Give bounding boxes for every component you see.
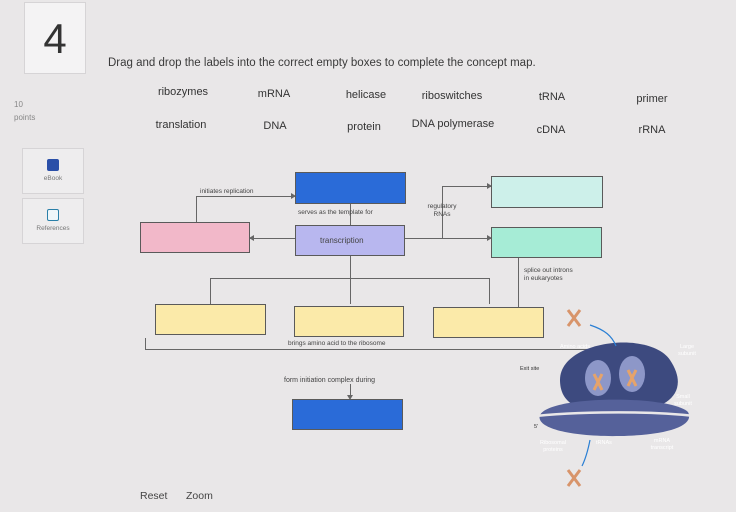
small-subunit-shape	[539, 399, 690, 437]
note-regulatory-rnas: regulatory RNAs	[427, 203, 457, 218]
connector	[350, 384, 351, 398]
label-dna[interactable]: DNA	[263, 120, 287, 132]
arrow-head	[249, 235, 254, 241]
points-value: 10	[14, 100, 23, 109]
connector	[518, 256, 519, 338]
label-dna-polymerase[interactable]: DNA polymerase	[411, 118, 495, 130]
note-serves-template: serves as the template for	[298, 209, 373, 216]
label-helicase[interactable]: helicase	[345, 89, 387, 101]
connector	[442, 186, 443, 238]
note-splice-out: splice out introns in eukaryotes	[524, 267, 573, 282]
arrow-head	[291, 193, 296, 199]
bracket-line	[145, 349, 605, 350]
note-brings-amino-acid: brings amino acid to the ribosome	[288, 340, 386, 347]
ribosome-site-right	[619, 356, 645, 392]
connector	[350, 256, 351, 278]
points-label: points	[14, 113, 36, 122]
references-button[interactable]: References	[22, 198, 84, 244]
connector	[196, 196, 197, 222]
drop-box-bottom[interactable]	[292, 399, 403, 430]
note-form-initiation: form initiation complex during	[284, 377, 376, 384]
label-exit-site: Exit site	[520, 366, 540, 372]
label-translation[interactable]: translation	[155, 119, 207, 131]
connector	[350, 204, 351, 226]
connector	[196, 196, 296, 197]
note-transcription: transcription	[320, 236, 364, 245]
label-small-subunit: Small subunit	[674, 394, 692, 407]
label-mrna-transcript: mRNA transcript	[650, 438, 674, 451]
drop-box-pink[interactable]	[140, 222, 250, 253]
question-number: 4	[24, 2, 86, 74]
label-amino-acids: Amino acids	[560, 344, 590, 350]
drop-box-yellow-center[interactable]	[294, 306, 404, 337]
references-label: References	[36, 225, 70, 232]
label-rrna[interactable]: rRNA	[638, 124, 666, 136]
label-protein[interactable]: protein	[347, 121, 381, 133]
drop-box-top-center[interactable]	[295, 172, 406, 204]
references-icon	[47, 209, 59, 221]
trna-in-ribosome	[592, 369, 638, 391]
label-cdna[interactable]: cDNA	[536, 124, 566, 136]
connector	[404, 238, 492, 239]
label-trna[interactable]: tRNA	[538, 91, 566, 103]
label-mrna[interactable]: mRNA	[257, 88, 291, 100]
arrow-head	[487, 183, 492, 189]
ribosome-diagram	[519, 309, 696, 487]
book-icon	[47, 159, 59, 171]
label-ribozymes[interactable]: ribozymes	[157, 86, 209, 98]
label-riboswitches[interactable]: riboswitches	[421, 90, 483, 102]
label-five-prime: 5'	[534, 424, 539, 430]
zoom-button[interactable]: Zoom	[186, 490, 213, 502]
label-trnas: tRNAs	[596, 440, 612, 446]
connector	[350, 278, 351, 304]
drop-box-yellow-left[interactable]	[155, 304, 266, 335]
connector	[210, 278, 211, 304]
label-ribosomal-proteins: Ribosomal proteins	[540, 440, 566, 453]
note-initiates-replication: initiates replication	[200, 188, 254, 195]
arrow-in	[589, 324, 617, 347]
arrow-head	[487, 235, 492, 241]
reset-button[interactable]: Reset	[140, 490, 168, 502]
ribosome-site-left	[585, 360, 611, 396]
connector	[489, 278, 490, 304]
trna-outgoing	[566, 469, 582, 487]
ebook-label: eBook	[43, 175, 63, 182]
bracket-line	[145, 338, 146, 349]
ribosome-illustration: Amino acids Exit site Large subunit Smal…	[519, 300, 720, 496]
drop-box-mint[interactable]	[491, 227, 602, 258]
instructions-text: Drag and drop the labels into the correc…	[108, 57, 536, 69]
connector	[250, 238, 296, 239]
points-info: 10 points	[14, 98, 35, 124]
drop-box-yellow-right[interactable]	[433, 307, 544, 338]
large-subunit-shape	[560, 342, 678, 413]
trna-incoming	[566, 309, 582, 327]
arrow-out	[581, 439, 591, 467]
drop-box-transcription[interactable]	[295, 225, 405, 256]
label-large-subunit: Large subunit	[678, 344, 696, 357]
label-primer[interactable]: primer	[636, 93, 668, 105]
mrna-strand	[519, 411, 696, 420]
drop-box-top-right[interactable]	[491, 176, 603, 208]
ebook-button[interactable]: eBook	[22, 148, 84, 194]
connector	[442, 186, 492, 187]
arrow-head	[347, 395, 353, 400]
